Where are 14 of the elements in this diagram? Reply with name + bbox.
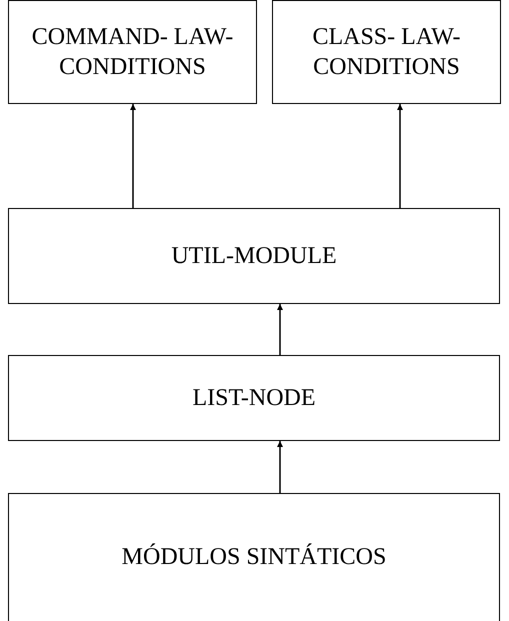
module-box: [8, 355, 500, 441]
arrow: [277, 304, 283, 355]
arrow: [277, 441, 283, 493]
module-box: [272, 0, 501, 104]
arrow: [130, 104, 136, 208]
arrow: [397, 104, 403, 208]
module-name: UTIL-MODULE: [171, 242, 337, 271]
module-name: CLASS- LAW- CONDITIONS: [311, 23, 462, 82]
module-box: [8, 208, 500, 304]
module-box: [8, 0, 257, 104]
module-name: COMMAND- LAW- CONDITIONS: [30, 23, 234, 82]
module-name: LIST-NODE: [192, 384, 316, 413]
module-name: MÓDULOS SINTÁTICOS: [122, 542, 386, 572]
module-box: [8, 493, 500, 621]
